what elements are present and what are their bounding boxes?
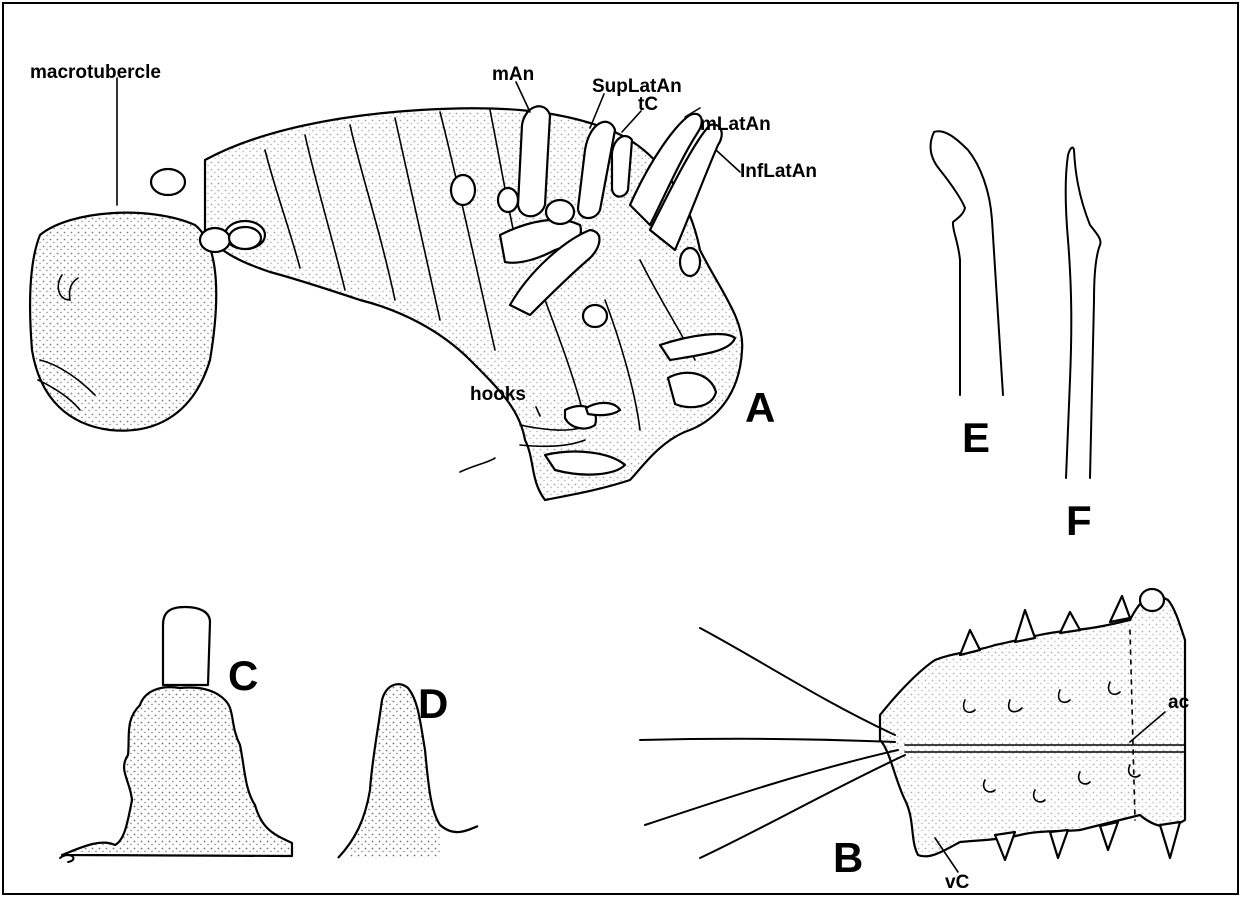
panel-label-f: F [1066, 497, 1092, 544]
panel-d-tubercle [338, 684, 478, 858]
panel-label-d: D [418, 680, 448, 727]
tubercle [583, 305, 607, 327]
anal-cirrus [700, 755, 905, 858]
panel-label-c: C [228, 652, 258, 699]
panel-f-chaeta [1066, 148, 1101, 478]
panel-label-a: A [745, 384, 775, 431]
anal-cirrus [645, 750, 898, 825]
label-tC: tC [638, 94, 658, 115]
panel-label-b: B [833, 834, 863, 881]
anal-cirrus [640, 739, 895, 742]
label-ac: ac [1168, 692, 1190, 713]
neck-bead [200, 228, 230, 252]
label-InfLatAn: InfLatAn [740, 161, 817, 182]
c-stalk [163, 607, 210, 685]
tubercle [151, 169, 185, 195]
label-mAn: mAn [492, 64, 534, 85]
panel-a-drawing [30, 78, 742, 500]
panel-label-e: E [962, 414, 990, 461]
neck-bead [229, 227, 261, 249]
label-vC: vC [945, 872, 970, 893]
panel-c-tubercle [60, 607, 292, 862]
tentacular-cirrus-tC [612, 136, 632, 196]
median-antenna-mAn [518, 106, 550, 216]
anal-cirrus [700, 628, 895, 735]
panel-b-drawing [640, 589, 1185, 872]
label-mLatAn: mLatAn [700, 114, 771, 135]
tubercle [680, 248, 700, 276]
tubercle [451, 175, 475, 205]
label-hooks: hooks [470, 384, 526, 405]
label-macrotubercle: macrotubercle [30, 62, 161, 83]
label-SupLatAn: SupLatAn [592, 76, 682, 97]
panel-e-chaeta [931, 131, 1003, 395]
